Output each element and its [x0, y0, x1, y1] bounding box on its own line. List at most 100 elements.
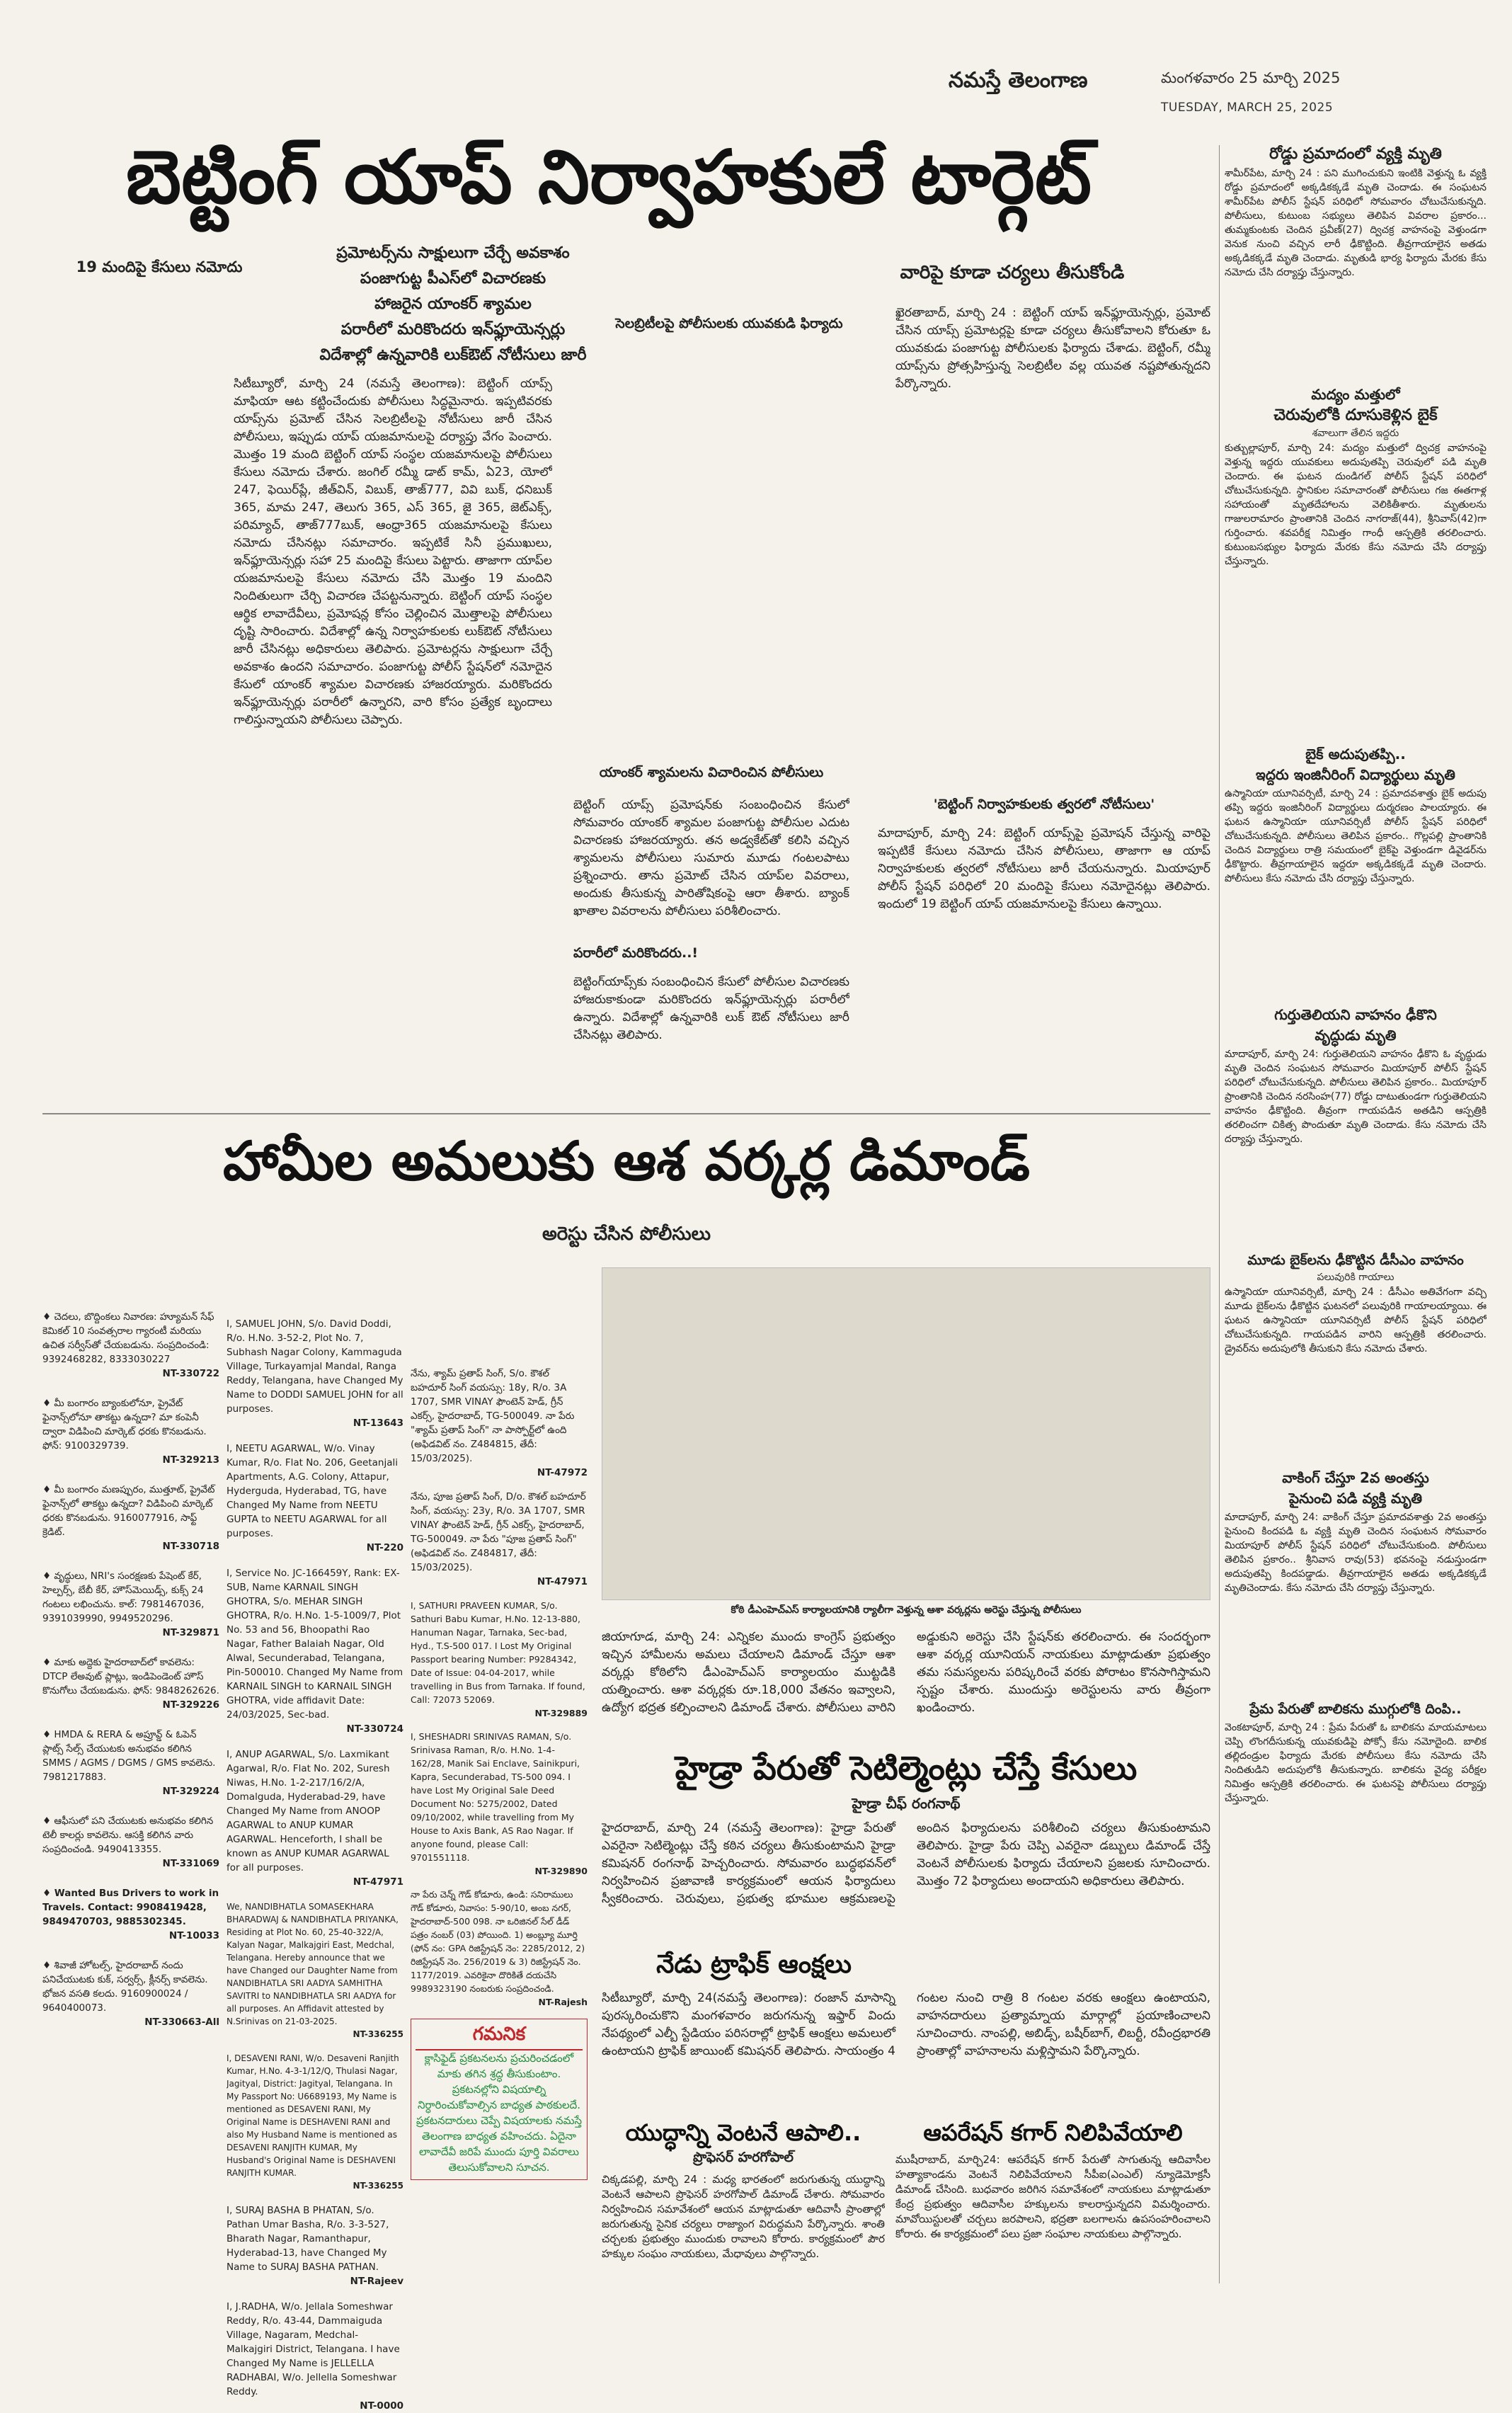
- classified-ad: ♦ మీ బంగారం మణప్పురం, ముత్తూట్, ప్రైవేట్…: [42, 1483, 219, 1553]
- masthead: నమస్తే తెలంగాణ మంగళవారం 25 మార్చి 2025 T…: [949, 65, 1487, 122]
- ad-code: NT-13643: [353, 1417, 403, 1429]
- traffic-body: సిటీబ్యూరో, మార్చి 24(నమస్తే తెలంగాణ): ర…: [602, 1991, 1210, 2058]
- lead-col2-heading: యాంకర్ శ్యామలను విచారించిన పోలీసులు: [599, 765, 824, 780]
- lead-right-sub: సెలబ్రిటీలపై పోలీసులకు యువకుడి ఫిర్యాదు: [615, 316, 843, 331]
- brief-body: మాదాపూర్, మార్చి 24: వాకింగ్ చేస్తూ ప్రమ…: [1225, 1512, 1487, 1594]
- lead-subhead: ప్రమోటర్స్‌ను సాక్షులుగా చేర్చే అవకాశం: [336, 244, 570, 262]
- traffic-headline: నేడు ట్రాఫిక్ ఆంక్షలు: [656, 1950, 852, 1979]
- classified-text: ♦ Wanted Bus Drivers to work in Travels.…: [42, 1888, 219, 1927]
- second-headline-visible: హామీల అమలుకు ఆశ వర్కర్ల డిమాండ్: [223, 1129, 1030, 1192]
- ad-code: NT-330724: [346, 1723, 404, 1735]
- name-change-column: I, SAMUEL JOHN, S/o. David Doddi, R/o. H…: [227, 1289, 403, 2412]
- disclaimer-box: గమనిక క్లాసిఫైడ్ ప్రకటనలను ప్రచురించడంలో…: [411, 2019, 588, 2180]
- right-column: రోడ్డు ప్రమాదంలో వ్యక్తి మృతి శామీర్‌పేట…: [1225, 145, 1487, 2298]
- classifieds-column: ♦ చెదలు, బొద్దింకలు నివారణ: హ్యూమన్ సేఫ్…: [42, 1289, 219, 2252]
- name-change-ad: I, NEETU AGARWAL, W/o. Vinay Kumar, R/o.…: [227, 1442, 403, 1555]
- classified-text: ♦ HMDA & RERA & అప్రూవ్డ్ & ఓపెన్ ప్లాట్…: [42, 1729, 216, 1783]
- brief-headline: వాకింగ్ చేస్తూ 2వ అంతస్తు: [1282, 1469, 1429, 1486]
- classified-code: NT-331069: [162, 1858, 220, 1869]
- lead-subhead: హాజరైన యాంకర్ శ్యామల: [374, 295, 532, 313]
- brief-item: మద్యం మత్తులో చెరువులోకి దూసుకెళ్లిన బైక…: [1225, 386, 1487, 738]
- second-subhead: అరెస్టు చేసిన పోలీసులు: [542, 1223, 711, 1245]
- classified-ad: ♦ మీ బంగారం బ్యాంకులోనూ, ప్రైవేట్ ఫైనాన్…: [42, 1396, 219, 1467]
- brief-body: వెంకటాపూర్, మార్చి 24 : ప్రేమ పేరుతో ఓ బ…: [1225, 1722, 1487, 1804]
- paper-name: నమస్తే తెలంగాణ: [949, 68, 1088, 93]
- brief-item: గుర్తుతెలియని వాహనం ఢీకొని వృద్ధుడు మృతి…: [1225, 1006, 1487, 1245]
- classified-code: NT-330722: [162, 1368, 220, 1379]
- lost-notice-ad: నేను, శ్యామ్ ప్రతాప్ సింగ్, S/o. కౌశల్ బ…: [411, 1367, 588, 1480]
- ad-code: NT-47971: [537, 1576, 588, 1587]
- classified-code: NT-329871: [162, 1627, 220, 1638]
- news-photo: [602, 1267, 1210, 1600]
- lead-col2-heading2: పరారీలో మరికొందరు..!: [573, 945, 699, 961]
- brief-body: ఉస్మానియా యూనివర్సిటీ, మార్చి 24 : డీసీఎ…: [1225, 1287, 1487, 1354]
- classified-ad: ♦ చెదలు, బొద్దింకలు నివారణ: హ్యూమన్ సేఫ్…: [42, 1310, 219, 1381]
- brief-headline: రోడ్డు ప్రమాదంలో వ్యక్తి మృతి: [1269, 145, 1442, 163]
- classified-code: NT-330663-All: [144, 2016, 219, 2028]
- lead-body: సిటీబ్యూరో, మార్చి 24 (నమస్తే తెలంగాణ): …: [234, 377, 552, 727]
- name-change-ad: We, NANDIBHATLA SOMASEKHARA BHARADWAJ & …: [227, 1900, 403, 2041]
- brief-subhead: వృద్ధుడు మృతి: [1315, 1027, 1397, 1044]
- photo-caption: కోఠి డీఎంహెచ్‌ఎస్ కార్యాలయానికి ర్యాలీగా…: [731, 1604, 1082, 1616]
- brief-subhead: పైనుంచి పడి వ్యక్తి మృతి: [1288, 1490, 1423, 1507]
- name-change-ad: I, Service No. JC-166459Y, Rank: EX-SUB,…: [227, 1566, 403, 1736]
- brief-subhead: ఇద్దరు ఇంజినీరింగ్ విద్యార్థులు మృతి: [1256, 766, 1455, 783]
- name-change-ad: I, J.RADHA, W/o. Jellala Someshwar Reddy…: [227, 2300, 403, 2413]
- ad-code: NT-Rajesh: [538, 1997, 588, 2007]
- lead-right-heading2: 'బెట్టింగ్ నిర్వాహకులకు త్వరలో నోటీసులు': [933, 797, 1155, 812]
- war-byline: ప్రొఫెసర్ హరగోపాల్: [693, 2150, 794, 2165]
- classified-ad: ♦ HMDA & RERA & అప్రూవ్డ్ & ఓపెన్ ప్లాట్…: [42, 1728, 219, 1798]
- brief-item: మూడు బైక్‌లను ఢీకొట్టిన డీసీఎం వాహనం పలు…: [1225, 1253, 1487, 1462]
- ad-text: I, SHESHADRI SRINIVAS RAMAN, S/o. Sriniv…: [411, 1731, 580, 1863]
- ad-text: I, SAMUEL JOHN, S/o. David Doddi, R/o. H…: [227, 1318, 403, 1415]
- second-body: జియాగూడ, మార్చి 24: ఎన్నికల ముందు కాంగ్ర…: [602, 1630, 1210, 1715]
- name-change-ad: I, DESAVENI RANI, W/o. Desaveni Ranjith …: [227, 2052, 403, 2192]
- ad-text: నా పేరు చెన్న్ గౌడ్ కోడూరు, ఉండి: సనిరామ…: [411, 1889, 585, 1994]
- classified-text: ♦ మీ బంగారం మణప్పురం, ముత్తూట్, ప్రైవేట్…: [42, 1484, 215, 1538]
- name-change-ad: I, ANUP AGARWAL, S/o. Laxmikant Agarwal,…: [227, 1747, 403, 1889]
- classified-ad: ♦ Wanted Bus Drivers to work in Travels.…: [42, 1886, 219, 1943]
- brief-item: బైక్ అదుపుతప్పి.. ఇద్దరు ఇంజినీరింగ్ విద…: [1225, 746, 1487, 999]
- column-divider: [1219, 145, 1220, 2283]
- lead-headline: బెట్టింగ్ యాప్ నిర్వాహకులే టార్గెట్: [125, 134, 1092, 220]
- classified-text: ♦ చెదలు, బొద్దింకలు నివారణ: హ్యూమన్ సేఫ్…: [42, 1311, 214, 1365]
- brief-headline: మద్యం మత్తులో: [1311, 386, 1400, 403]
- lead-right-heading: వారిపై కూడా చర్యలు తీసుకోండి: [900, 262, 1125, 283]
- name-change-ad: I, SURAJ BASHA B PHATAN, S/o. Pathan Uma…: [227, 2203, 403, 2288]
- ad-code: NT-336255: [353, 2181, 403, 2191]
- war-body: చిక్కడపల్లి, మార్చి 24 : మధ్య భారతంలో జర…: [602, 2173, 885, 2260]
- brief-byline: శవాలుగా తేలిన ఇద్దరు: [1312, 428, 1399, 439]
- classified-text: ♦ ఆఫీసులో పని చేయుటకు అనుభవం కలిగిన టెలీ…: [42, 1815, 214, 1855]
- classified-text: ♦ మాకు అద్దెకు హైదరాబాద్‌లో కావలెను: DTC…: [42, 1657, 219, 1696]
- brief-headline: మూడు బైక్‌లను ఢీకొట్టిన డీసీఎం వాహనం: [1247, 1253, 1464, 1268]
- lead-subhead: పంజాగుట్ట పీఎస్‌లో విచారణకు: [360, 270, 546, 287]
- date-english: TUESDAY, MARCH 25, 2025: [1161, 101, 1334, 115]
- classified-ad: ♦ మాకు అద్దెకు హైదరాబాద్‌లో కావలెను: DTC…: [42, 1655, 219, 1712]
- brief-item: ప్రేమ పేరుతో బాలికను ముగ్గులోకి దింపి.. …: [1225, 1701, 1487, 1933]
- ad-text: I, NEETU AGARWAL, W/o. Vinay Kumar, R/o.…: [227, 1443, 398, 1539]
- ad-text: I, DESAVENI RANI, W/o. Desaveni Ranjith …: [227, 2053, 399, 2178]
- classified-code: NT-329226: [162, 1699, 220, 1711]
- ad-text: We, NANDIBHATLA SOMASEKHARA BHARADWAJ & …: [227, 1902, 399, 2026]
- hydra-byline: హైడ్రా చీఫ్ రంగనాథ్: [852, 1795, 961, 1812]
- brief-body: కుత్బుల్లాపూర్, మార్చి 24: మద్యం మత్తులో…: [1225, 443, 1487, 567]
- lead-subhead: విదేశాల్లో ఉన్నవారికి లుక్‌ఔట్ నోటీసులు …: [319, 346, 587, 364]
- lead-photo-space: [573, 496, 1210, 751]
- brief-headline: గుర్తుతెలియని వాహనం ఢీకొని: [1274, 1006, 1437, 1023]
- lead-col2-body: బెట్టింగ్ యాప్స్ ప్రమోషన్‌కు సంబంధించిన …: [573, 798, 849, 918]
- ad-text: I, SATHURI PRAVEEN KUMAR, S/o. Sathuri B…: [411, 1600, 585, 1705]
- classified-ad: ♦ శివాజీ హోటల్స్, హైదరాబాద్ నందు పనిచేయు…: [42, 1958, 219, 2029]
- ad-code: NT-329890: [534, 1866, 588, 1876]
- lost-notice-ad: నేను, పూజ ప్రతాప్ సింగ్, D/o. కౌశల్ బహదూ…: [411, 1490, 588, 1589]
- ad-code: NT-336255: [353, 2029, 403, 2039]
- date-telugu: మంగళవారం 25 మార్చి 2025: [1161, 69, 1341, 86]
- brief-item: రోడ్డు ప్రమాదంలో వ్యక్తి మృతి శామీర్‌పేట…: [1225, 145, 1487, 379]
- ad-text: I, SURAJ BASHA B PHATAN, S/o. Pathan Uma…: [227, 2205, 389, 2273]
- lost-notice-ad: I, SHESHADRI SRINIVAS RAMAN, S/o. Sriniv…: [411, 1730, 588, 1878]
- ad-text: నేను, పూజ ప్రతాప్ సింగ్, D/o. కౌశల్ బహదూ…: [411, 1491, 586, 1573]
- lost-notice-ad: నా పేరు చెన్న్ గౌడ్ కోడూరు, ఉండి: సనిరామ…: [411, 1888, 588, 2009]
- ad-code: NT-47972: [537, 1467, 588, 1478]
- classified-text: ♦ వృద్ధులు, NRI's సంరక్షణకు పేషెంట్ కేర్…: [42, 1570, 205, 1624]
- kagar-body: ముషీరాబాద్, మార్చి24: ఆపరేషన్ కగార్ పేరు…: [895, 2153, 1210, 2240]
- classified-code: NT-330718: [162, 1541, 220, 1552]
